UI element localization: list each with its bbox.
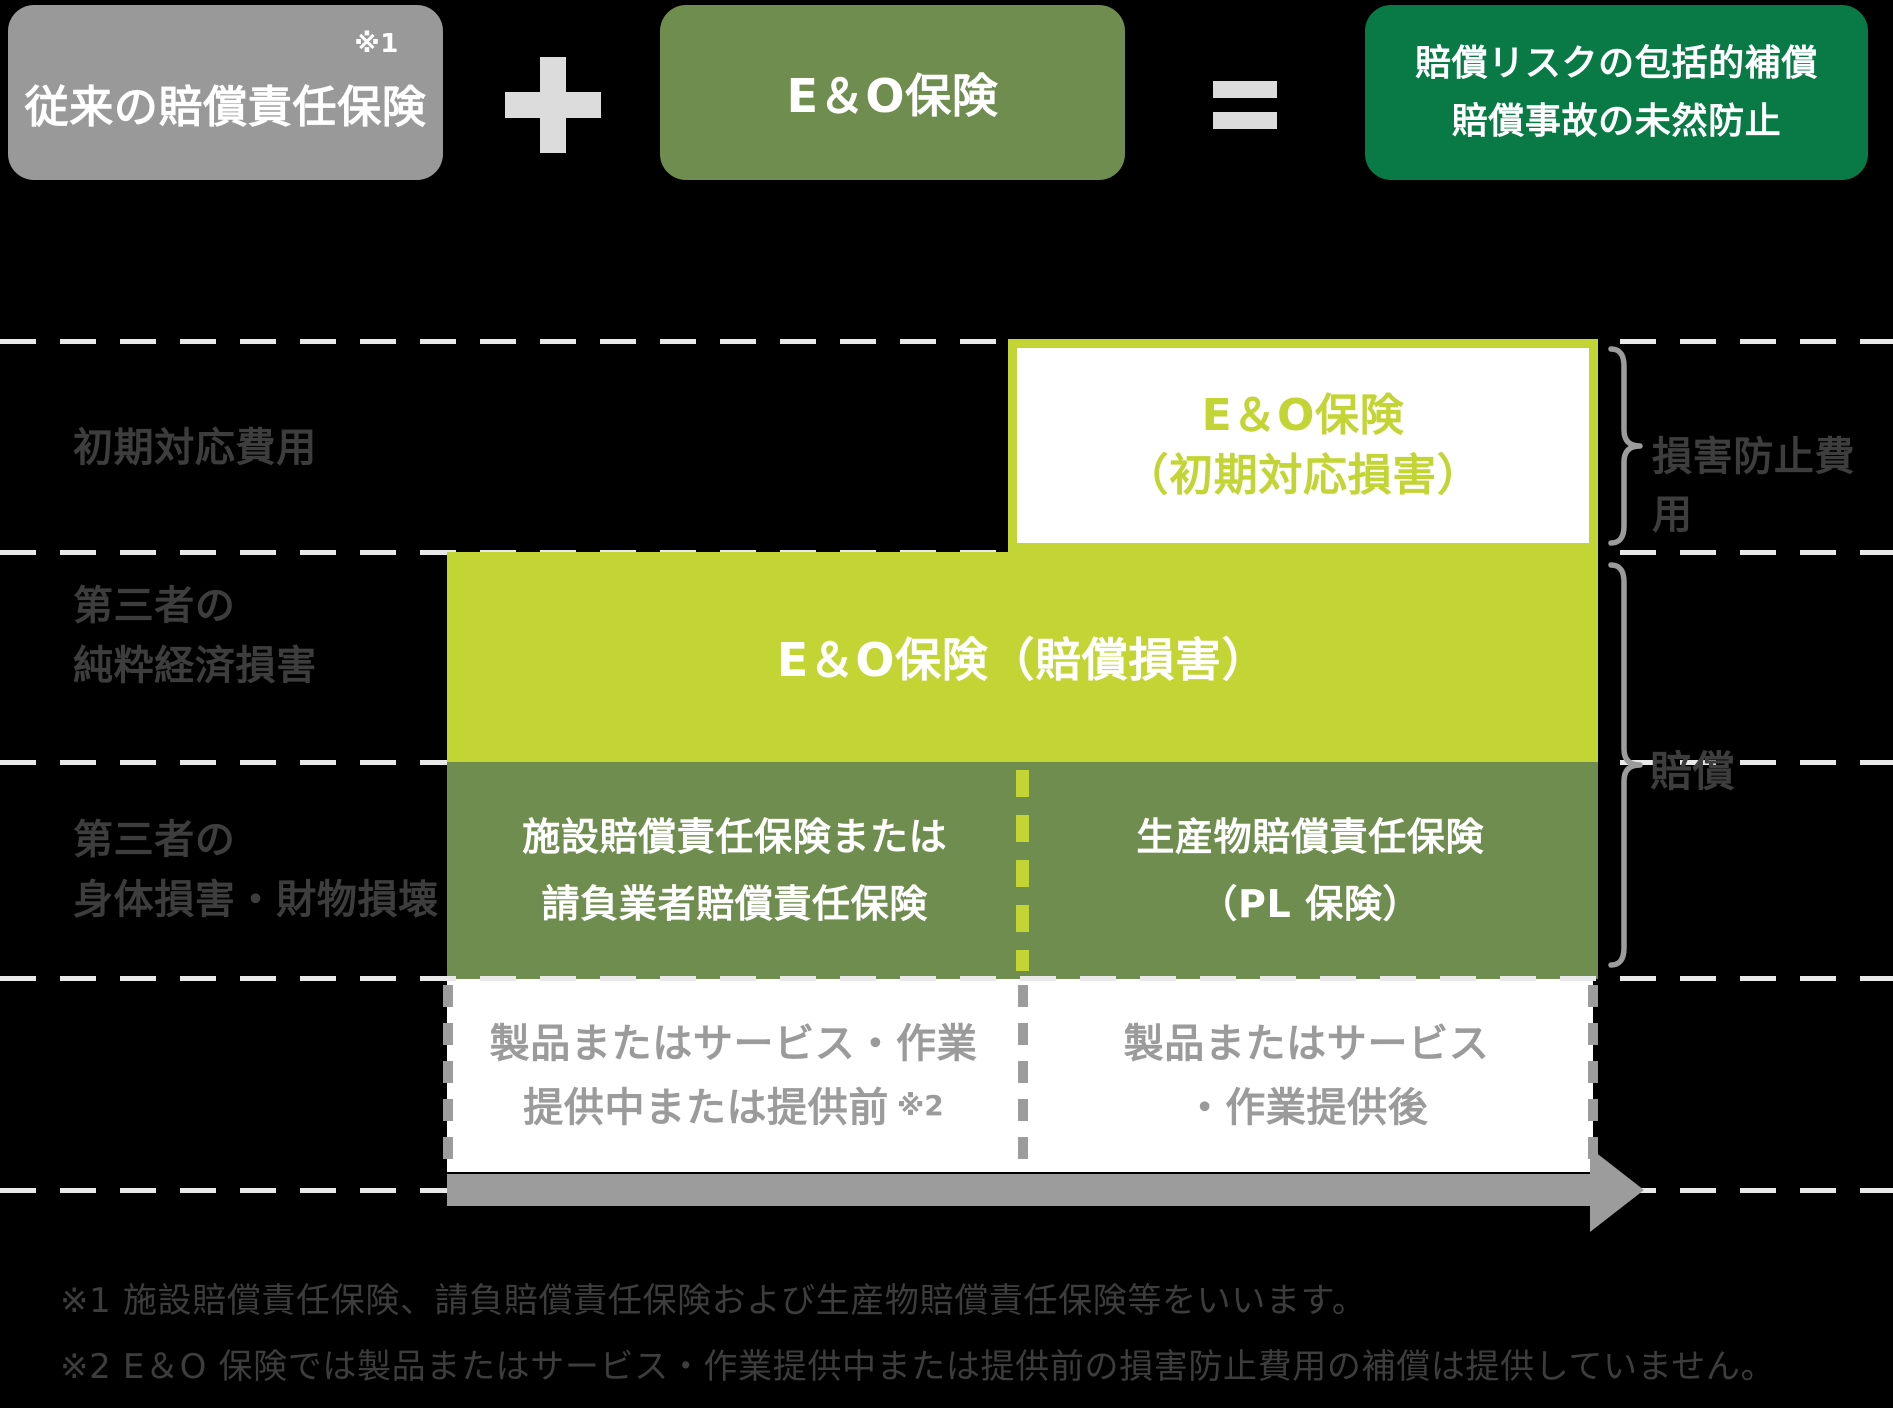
timeline-after-cell: 製品またはサービス ・作業提供後: [1123, 1020, 1490, 1131]
plus-icon: [505, 57, 601, 153]
eo-initial-line1: E＆O保険: [1201, 390, 1405, 442]
eo-liability-loss-box: E＆O保険（賠償損害）: [447, 552, 1598, 762]
row-label-third-party-economic-loss: 第三者の 純粋経済損害: [73, 583, 317, 689]
loss-prevention-bracket-icon: [1608, 346, 1643, 546]
conventional-liability-insurance-box: ※1 従来の賠償責任保険: [8, 5, 443, 180]
timeline-left-dashed-border: [443, 985, 453, 1167]
result-line2: 賠償事故の未然防止: [1451, 100, 1782, 142]
row-label-third-party-bodily-property-damage: 第三者の 身体損害・財物損壊: [73, 817, 439, 923]
equals-icon: [1213, 81, 1277, 129]
timeline-dashed-divider: [1018, 985, 1028, 1167]
grid-dashed-line-4: [0, 976, 1893, 981]
note1-reference: ※1: [354, 29, 399, 59]
timeline-before-during-cell: 製品またはサービス・作業 提供中または提供前※2: [489, 1020, 978, 1131]
grid-dashed-line-1: [0, 339, 1893, 344]
result-box: 賠償リスクの包括的補償 賠償事故の未然防止: [1365, 5, 1868, 180]
product-liability-cell: 生産物賠償責任保険 （PL 保険）: [1136, 815, 1485, 926]
timeline-right-dashed-border: [1588, 985, 1598, 1167]
facility-contractor-liability-cell: 施設賠償責任保険または 請負業者賠償責任保険: [522, 815, 948, 926]
eo-liability-label: E＆O保険（賠償損害）: [776, 633, 1269, 687]
timeline-arrow-head-icon: [1590, 1148, 1644, 1232]
eo-initial-response-loss-box: E＆O保険 （初期対応損害）: [1008, 339, 1598, 552]
eo-initial-line2: （初期対応損害）: [1124, 449, 1482, 501]
eo-insurance-label: E＆O保険: [786, 68, 999, 123]
footnotes: ※1 施設賠償責任保険、請負賠償責任保険および生産物賠償責任保険等をいいます。 …: [60, 1268, 1775, 1401]
result-line1: 賠償リスクの包括的補償: [1414, 42, 1819, 84]
row-label-initial-response-cost: 初期対応費用: [73, 425, 317, 471]
conventional-liability-insurance-label: 従来の賠償責任保険: [24, 81, 427, 133]
note2-reference: ※2: [897, 1088, 944, 1122]
loss-prevention-cost-label: 損害防止費用: [1652, 434, 1856, 538]
footnote-2: ※2 E＆O 保険では製品またはサービス・作業提供中または提供前の損害防止費用の…: [60, 1347, 1776, 1388]
sage-band-dashed-divider: [1016, 770, 1029, 971]
compensation-label: 賠償: [1650, 747, 1736, 796]
compensation-bracket-icon: [1608, 562, 1643, 968]
footnote-1: ※1 施設賠償責任保険、請負賠償責任保険および生産物賠償責任保険等をいいます。: [60, 1281, 1367, 1321]
timeline-arrow-shaft: [447, 1174, 1592, 1206]
eo-insurance-box: E＆O保険: [660, 5, 1125, 180]
